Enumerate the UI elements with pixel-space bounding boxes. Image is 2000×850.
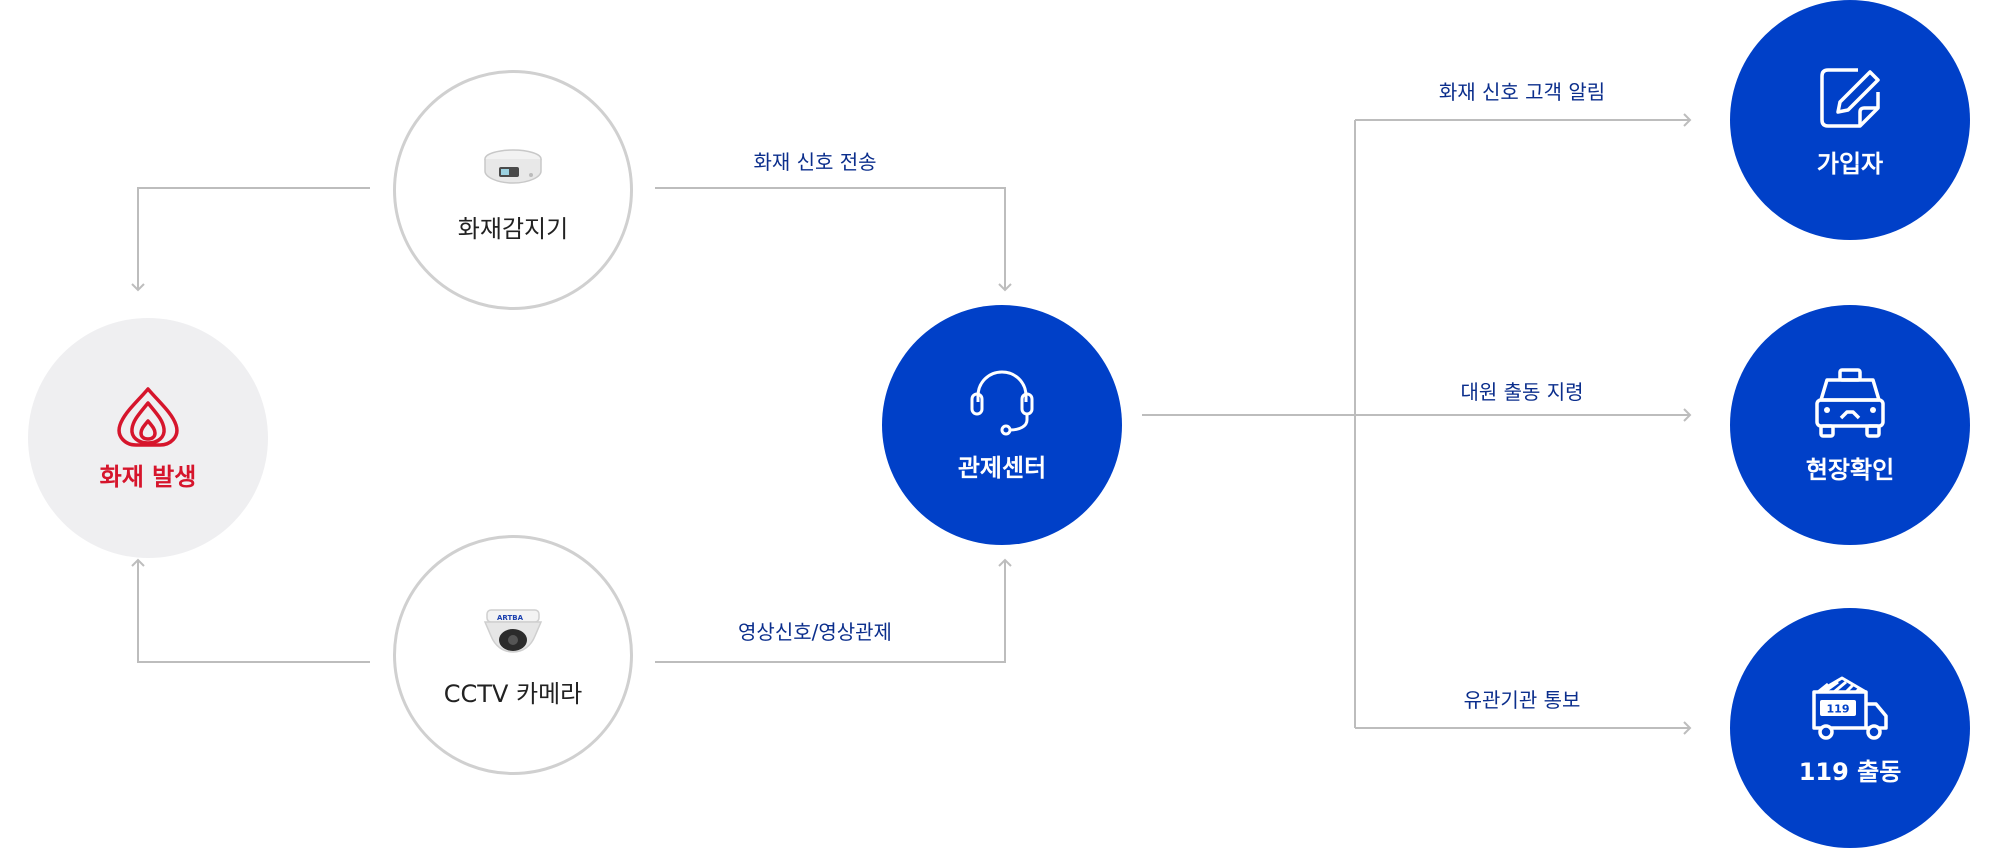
edge-label-video: 영상신호/영상관제 (738, 620, 892, 644)
node-fire-label: 화재 발생 (99, 462, 197, 491)
fire-icon (117, 386, 179, 447)
node-cctv: ARTBA CCTV 카메라 (393, 535, 633, 775)
node-subscriber-label: 가입자 (1816, 149, 1884, 178)
arrow-cctv-to-center (655, 558, 1012, 663)
cctv-brand-mark: ARTBA (497, 614, 524, 622)
arrow-detector-to-center (655, 187, 1012, 292)
node-detector-label: 화재감지기 (457, 214, 569, 243)
patrol-car-icon (1815, 367, 1885, 438)
smoke-detector-image (484, 148, 542, 184)
node-dispatch-119-label: 119 출동 (1798, 757, 1902, 786)
fire-truck-icon: 119 (1812, 676, 1888, 740)
edge-label-fire-signal: 화재 신호 전송 (753, 150, 877, 174)
truck-number: 119 (1827, 702, 1850, 715)
edge-label-order: 대원 출동 지령 (1460, 380, 1584, 404)
edit-note-icon (1820, 67, 1880, 128)
node-subscriber: 가입자 (1730, 0, 1970, 240)
node-detector: 화재감지기 (393, 70, 633, 310)
node-site-check: 현장확인 (1730, 305, 1970, 545)
cctv-camera-image: ARTBA (483, 608, 543, 653)
node-dispatch-119: 119 119 출동 (1730, 608, 1970, 848)
arrow-cctv-to-fire (131, 558, 370, 663)
node-fire: 화재 발생 (28, 318, 268, 558)
node-cctv-label: CCTV 카메라 (443, 679, 583, 708)
node-control-center: 관제센터 (882, 305, 1122, 545)
arrow-detector-to-fire (131, 187, 370, 292)
edge-label-notify: 화재 신호 고객 알림 (1438, 80, 1606, 104)
edge-label-report: 유관기관 통보 (1463, 688, 1581, 712)
node-site-check-label: 현장확인 (1805, 455, 1895, 484)
node-control-center-label: 관제센터 (957, 453, 1047, 482)
headset-icon (970, 369, 1034, 435)
